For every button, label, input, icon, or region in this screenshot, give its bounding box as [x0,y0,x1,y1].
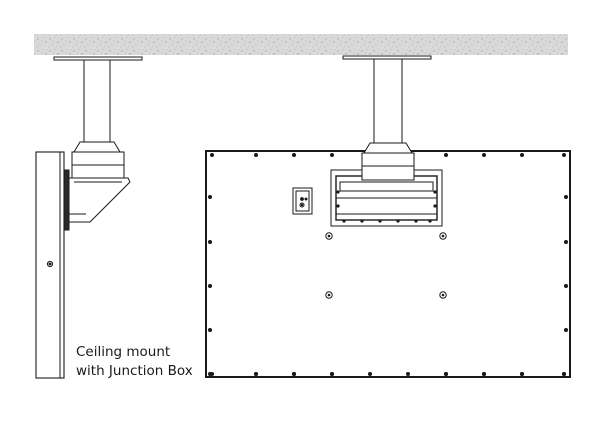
caption-line-1: Ceiling mount [76,344,171,360]
jbox-screw [433,190,437,194]
bolt [564,240,568,244]
bolt [444,372,448,376]
bolt [564,284,568,288]
bolt [208,240,212,244]
bolt [330,372,334,376]
vesa-screw [325,232,333,240]
jbox-screw [336,204,340,208]
side-screw [46,260,54,268]
bolt [482,372,486,376]
bolt [564,195,568,199]
rear-pole [373,58,403,144]
connector-panel [292,187,313,215]
jbox-screw [396,219,400,223]
panel-bolts [208,153,568,376]
bolt [562,153,566,157]
bolt [330,153,334,157]
bolt [520,153,524,157]
side-angle-bracket [67,177,131,223]
jbox-screw [336,190,340,194]
bolt [444,153,448,157]
vesa-screw [325,291,333,299]
bolt [210,153,214,157]
bolt [562,372,566,376]
rear-pole-cap [363,142,413,154]
vesa-screw [439,232,447,240]
bolt [208,372,212,376]
bolt [564,328,568,332]
jbox-screw [360,219,364,223]
bolt [292,153,296,157]
jbox-screw [414,219,418,223]
bolt [520,372,524,376]
jbox-screw [433,204,437,208]
bolt [208,328,212,332]
bolt [254,372,258,376]
bolt [292,372,296,376]
bolt [406,372,410,376]
jbox-screw [428,219,432,223]
bolt [368,372,372,376]
jbox-screw [378,219,382,223]
vesa-screw [439,291,447,299]
side-view-mount [35,56,143,379]
caption-line-2: with Junction Box [76,363,193,379]
bolt [254,153,258,157]
junction-box-screws [336,190,437,223]
bolt [208,284,212,288]
bolt [482,153,486,157]
diagram-caption: Ceiling mount with Junction Box [76,343,193,381]
side-pole [83,59,111,143]
rear-view-mount [205,55,571,378]
vesa-screws [325,232,447,299]
bolt [208,195,212,199]
ceiling-slab [34,34,568,55]
side-pole-cap [73,141,121,153]
jbox-screw [342,219,346,223]
